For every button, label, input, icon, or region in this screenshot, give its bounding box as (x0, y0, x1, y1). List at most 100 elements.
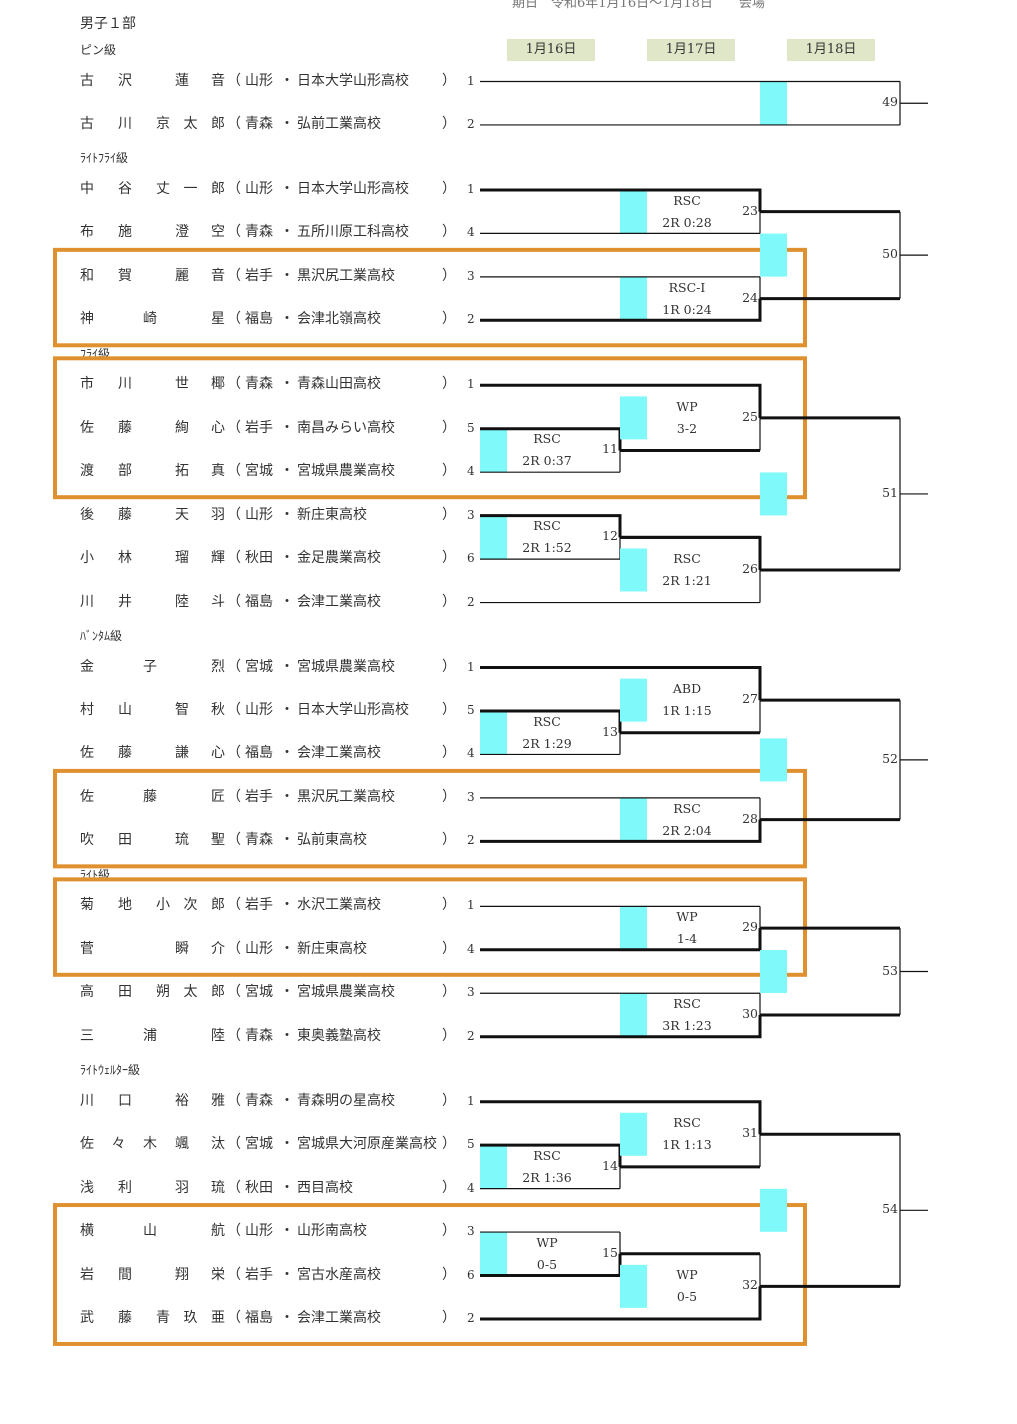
open-paren: （ (227, 1309, 241, 1326)
separator-dot: ・ (280, 1223, 294, 1240)
prefecture: 福島 (245, 745, 273, 762)
match-number: 14 (602, 1157, 618, 1173)
result-detail: 1R 1:13 (662, 1137, 712, 1153)
school: 西目高校 (297, 1179, 353, 1196)
result-detail: 2R 1:36 (522, 1169, 572, 1185)
open-paren: （ (227, 1027, 241, 1044)
surname: 佐々木 (80, 1136, 157, 1153)
player-row: 古川京太郎（青森・弘前工業高校）2 (0, 116, 480, 134)
open-paren: （ (227, 745, 241, 762)
given-name: 京太郎 (156, 115, 225, 132)
open-paren: （ (227, 832, 241, 849)
school: 黒沢尻工業高校 (297, 267, 395, 284)
seed-number: 1 (467, 73, 475, 88)
match-number: 50 (882, 246, 898, 262)
player-name: 佐藤謙心 (80, 745, 225, 761)
surname: 佐藤 (80, 745, 132, 762)
open-paren: （ (227, 267, 241, 284)
day-marker (620, 277, 647, 321)
match-number: 32 (742, 1277, 758, 1293)
seed-number: 5 (467, 420, 475, 435)
close-paren: ） (442, 1223, 456, 1240)
surname: 武藤 (80, 1309, 132, 1326)
seed-number: 4 (467, 746, 475, 761)
prefecture: 宮城 (245, 658, 273, 675)
player-name: 高田朔太郎 (80, 984, 225, 1000)
seed-number: 6 (467, 551, 475, 566)
close-paren: ） (442, 658, 456, 675)
prefecture: 福島 (245, 593, 273, 610)
school: 日本大学山形高校 (297, 702, 409, 718)
player-name: 村山智秋 (80, 702, 225, 718)
close-paren: ） (442, 550, 456, 567)
separator-dot: ・ (280, 940, 294, 957)
seed-number: 3 (467, 1224, 475, 1239)
open-paren: （ (227, 1092, 241, 1109)
given-name: 世椰 (175, 376, 225, 393)
player-name: 菊地小次郎 (80, 897, 225, 913)
open-paren: （ (227, 376, 241, 393)
player-row: 布施澄空（青森・五所川原工科高校）4 (0, 224, 480, 242)
surname: 菅 (80, 940, 94, 957)
player-row: 佐藤謙心（福島・会津工業高校）4 (0, 745, 480, 763)
prefecture: 岩手 (245, 1266, 273, 1283)
school: 弘前工業高校 (297, 115, 381, 132)
surname: 金子 (80, 658, 157, 675)
prefecture: 岩手 (245, 419, 273, 436)
result-detail: 2R 0:28 (662, 214, 712, 230)
match-number: 31 (742, 1125, 758, 1141)
match-number: 11 (602, 441, 618, 457)
prefecture: 岩手 (245, 788, 273, 805)
player-row: 横山航（山形・山形南高校）3 (0, 1223, 480, 1241)
match-number: 29 (742, 919, 758, 935)
close-paren: ） (442, 115, 456, 132)
result-detail: 2R 1:52 (522, 540, 572, 556)
prefecture: 青森 (245, 376, 273, 393)
close-paren: ） (442, 745, 456, 762)
prefecture: 山形 (245, 180, 273, 197)
player-row: 川井陸斗（福島・会津工業高校）2 (0, 594, 480, 612)
open-paren: （ (227, 463, 241, 480)
result-detail: 2R 1:29 (522, 735, 572, 751)
player-name: 和賀麗音 (80, 268, 225, 284)
day-marker (760, 1188, 787, 1232)
surname: 小林 (80, 550, 132, 567)
surname: 岩間 (80, 1266, 132, 1283)
surname: 横山 (80, 1223, 157, 1240)
close-paren: ） (442, 593, 456, 610)
match-number: 12 (602, 528, 618, 544)
player-row: 三浦陸（青森・東奥義塾高校）2 (0, 1028, 480, 1046)
open-paren: （ (227, 72, 241, 89)
surname: 神崎 (80, 311, 157, 328)
prefecture: 宮城 (245, 463, 273, 480)
open-paren: （ (227, 788, 241, 805)
player-name: 布施澄空 (80, 224, 225, 240)
match-number: 15 (602, 1244, 618, 1260)
surname: 吹田 (80, 832, 132, 849)
prefecture: 秋田 (245, 550, 273, 567)
school: 宮城県農業高校 (297, 658, 395, 675)
given-name: 陸斗 (175, 593, 225, 610)
school: 宮城県農業高校 (297, 984, 395, 1001)
open-paren: （ (227, 1179, 241, 1196)
surname: 村山 (80, 702, 132, 718)
close-paren: ） (442, 984, 456, 1001)
seed-number: 1 (467, 181, 475, 196)
player-row: 浅利羽琉（秋田・西目高校）4 (0, 1180, 480, 1198)
event-info-header: 期日 令和6年1月16日～1月18日 会場 (512, 0, 765, 11)
separator-dot: ・ (280, 745, 294, 762)
result-detail: 0-5 (536, 1256, 558, 1272)
surname: 後藤 (80, 506, 132, 523)
seed-number: 1 (467, 377, 475, 392)
day-marker (760, 81, 787, 125)
result-detail: 3R 1:23 (662, 1017, 712, 1033)
separator-dot: ・ (280, 593, 294, 610)
prefecture: 山形 (245, 1223, 273, 1240)
school: 会津工業高校 (297, 593, 381, 610)
separator-dot: ・ (280, 1092, 294, 1109)
result-method: RSC (533, 1147, 561, 1163)
separator-dot: ・ (280, 72, 294, 89)
surname: 中谷 (80, 180, 132, 197)
school: 弘前東高校 (297, 832, 367, 849)
separator-dot: ・ (280, 550, 294, 567)
